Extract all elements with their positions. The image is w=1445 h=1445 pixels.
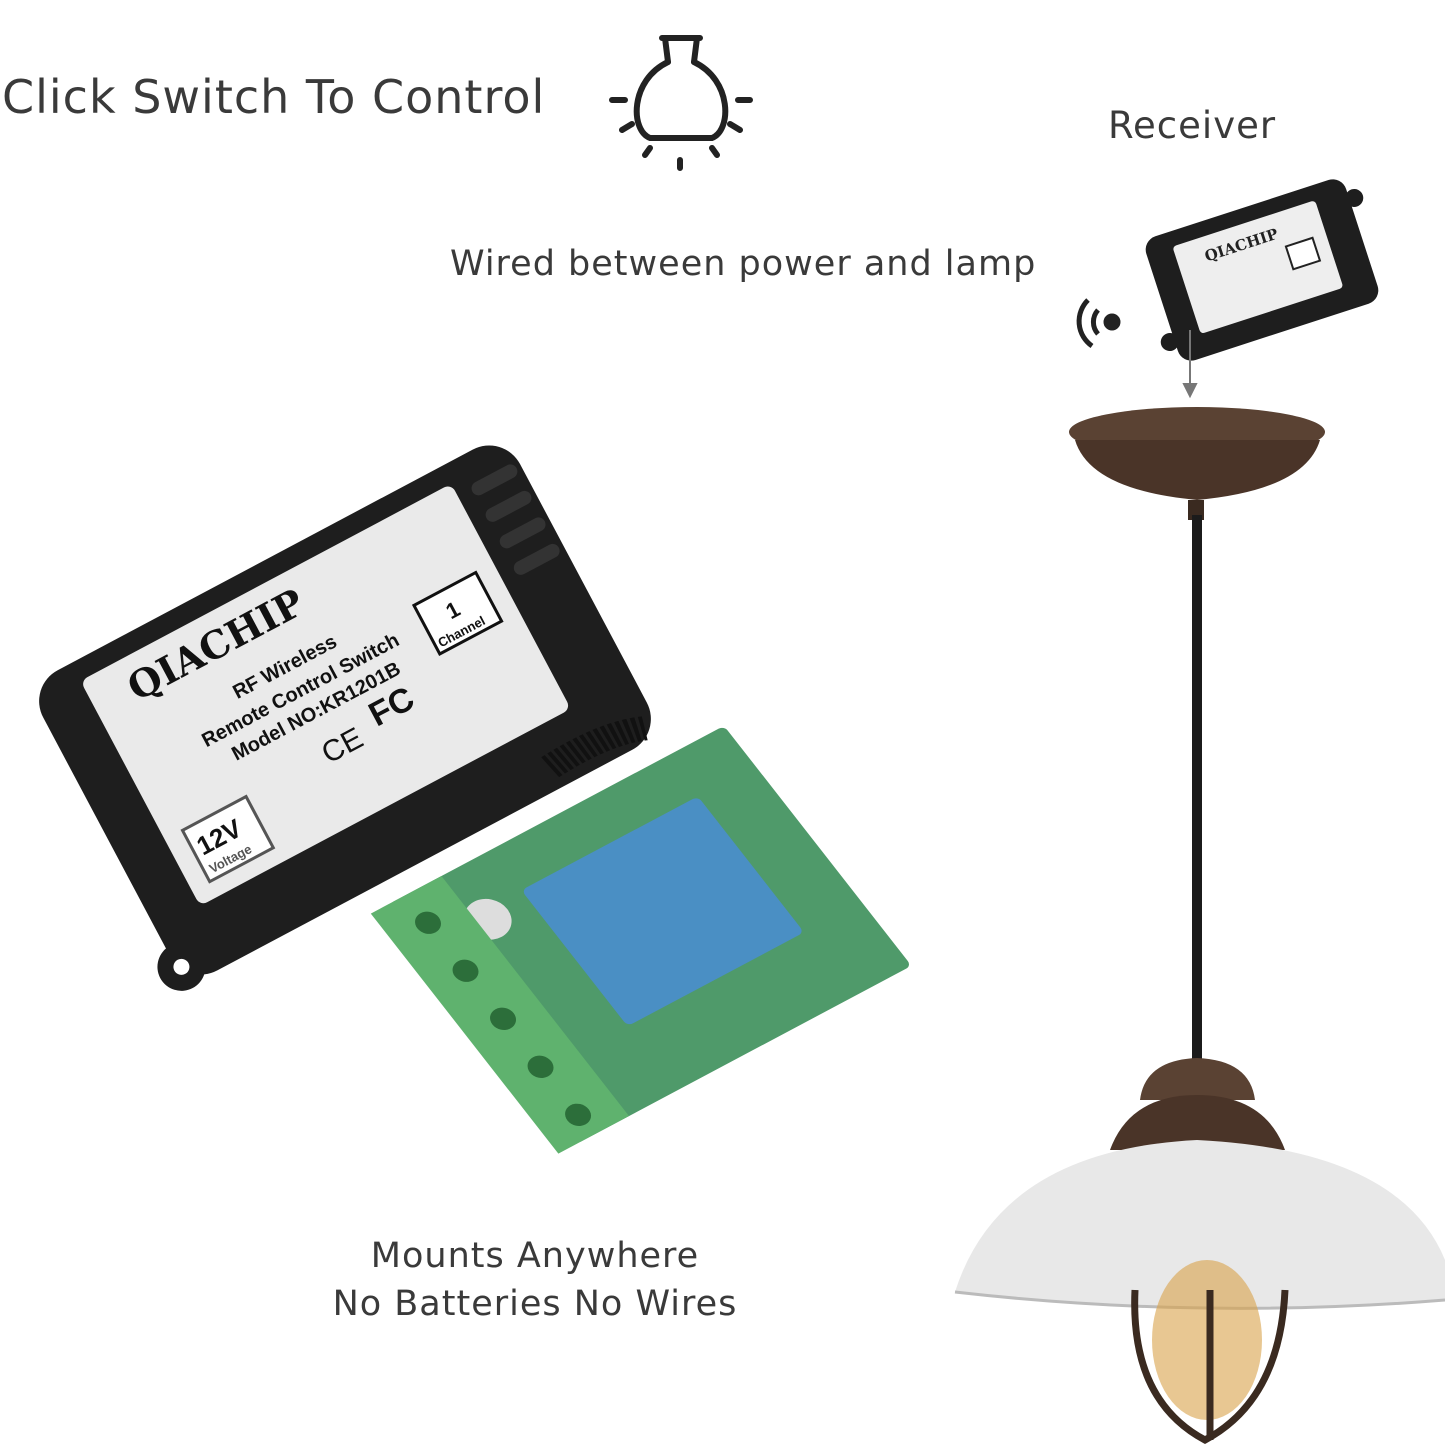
feature-text: Mounts Anywhere No Batteries No Wires [300,1232,770,1328]
headline: Click Switch To Control [2,70,546,124]
receiver-thumbnail: QIACHIP [1145,179,1379,361]
wireless-signal-icon [1076,298,1121,349]
feature-line: Mounts Anywhere [370,1236,700,1276]
wiring-note: Wired between power and lamp [450,244,1037,284]
arrow-down-icon [1182,330,1198,399]
feature-line: No Batteries No Wires [332,1284,738,1324]
light-bulb-icon [609,35,753,171]
relay-board [370,716,909,1154]
pendant-lamp [954,407,1445,1444]
receiver-label: Receiver [1108,104,1277,147]
